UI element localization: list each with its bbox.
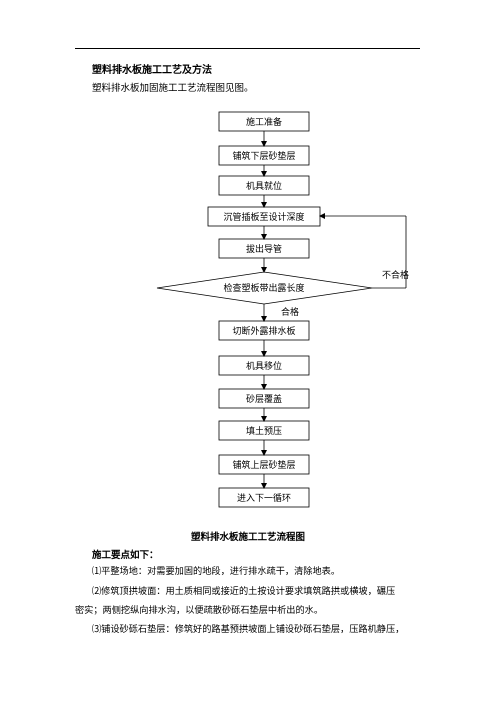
- flow-step-10-label: 铺筑上层砂垫层: [232, 459, 295, 471]
- flow-decision-label: 检查塑板带出露长度: [223, 282, 304, 294]
- flow-step-9-label: 填土预压: [246, 425, 282, 437]
- flow-pass-label: 合格: [281, 306, 299, 318]
- header-rule: [75, 48, 420, 49]
- figure-caption: 塑料排水板施工工艺流程图: [190, 532, 305, 543]
- point-1: ⑴平整场地：对需要加固的地段，进行排水疏干，清除地表。: [92, 566, 341, 577]
- flow-step-5-label: 拔出导管: [246, 243, 282, 255]
- flow-fail-label: 不合格: [382, 269, 409, 281]
- flow-step-7-label: 机具移位: [246, 360, 282, 372]
- point-3-line-1: ⑶铺设砂砾石垫层：修筑好的路基预拱坡面上铺设砂砾石垫层，压路机静压，: [92, 624, 405, 635]
- section-heading: 施工要点如下：: [92, 550, 159, 561]
- flow-step-2-label: 铺筑下层砂垫层: [232, 150, 295, 162]
- flow-step-4-label: 沉管插板至设计深度: [223, 211, 304, 223]
- flow-step-6-label: 切断外露排水板: [232, 325, 295, 337]
- point-2-line-2: 密实；两侧挖纵向排水沟，以便疏散砂砾石垫层中析出的水。: [75, 605, 324, 616]
- flow-step-11-label: 进入下一循环: [237, 492, 291, 504]
- flow-step-1-label: 施工准备: [246, 116, 282, 128]
- flow-step-3-label: 机具就位: [246, 180, 282, 192]
- point-2-line-1: ⑵修筑顶拱坡面：用土质相同或接近的土按设计要求填筑路拱或横坡，碾压: [92, 586, 396, 597]
- document-title: 塑料排水板施工工艺及方法: [92, 65, 212, 76]
- intro-text: 塑料排水板加固施工工艺流程图见图。: [92, 83, 254, 94]
- flow-step-8-label: 砂层覆盖: [246, 393, 282, 405]
